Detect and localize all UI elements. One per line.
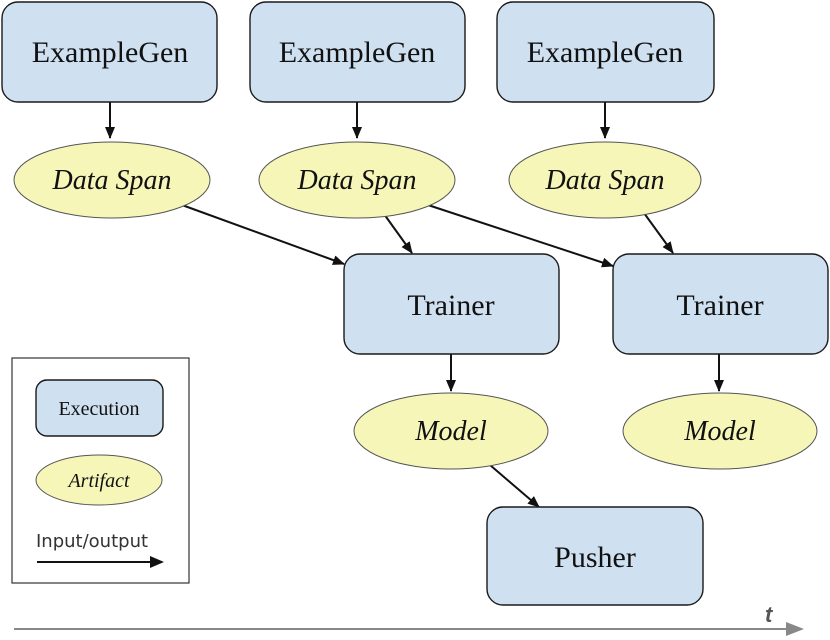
edge-dataspan-2-to-trainer-2 [427,204,614,268]
time-axis: t [14,602,804,636]
edge-dataspan-3-to-trainer-2 [643,212,674,254]
legend-artifact-label: Artifact [66,470,130,492]
pusher-label: Pusher [554,541,636,574]
trainer-node-2: Trainer [612,253,829,355]
trainer-1-label: Trainer [407,289,494,322]
legend-artifact-swatch [35,454,163,506]
time-axis-label: t [765,602,774,627]
model-node-2: Model [622,392,818,470]
examplegen-1-label: ExampleGen [32,36,189,69]
pusher-node: Pusher [486,506,704,606]
examplegen-3-label: ExampleGen [527,36,684,69]
legend: Execution Artifact Input/output [11,357,190,584]
model-2-label: Model [683,416,756,447]
legend-execution-swatch [35,379,164,437]
trainer-node-1: Trainer [343,253,560,355]
examplegen-node-1: ExampleGen [1,1,218,103]
legend-execution-label: Execution [58,398,139,420]
edge-model-1-to-pusher [489,464,540,508]
edge-dataspan-2-to-trainer-1 [383,213,413,254]
dataspan-node-1: Data Span [13,141,211,219]
dataspan-3-label: Data Span [545,165,665,196]
dataspan-node-2: Data Span [258,141,456,219]
trainer-2-label: Trainer [676,289,763,322]
legend-io-arrowhead [150,556,164,568]
examplegen-node-3: ExampleGen [496,1,715,103]
legend-io-label: Input/output [36,531,148,552]
time-axis-arrowhead [786,622,804,636]
examplegen-2-label: ExampleGen [279,36,436,69]
dataspan-2-label: Data Span [297,165,417,196]
dataspan-node-3: Data Span [508,141,702,219]
edge-dataspan-1-to-trainer-1 [181,204,345,265]
model-node-1: Model [353,392,549,470]
edges [105,102,724,508]
examplegen-node-2: ExampleGen [249,1,466,103]
model-1-label: Model [414,416,487,447]
dataspan-1-label: Data Span [52,165,172,196]
